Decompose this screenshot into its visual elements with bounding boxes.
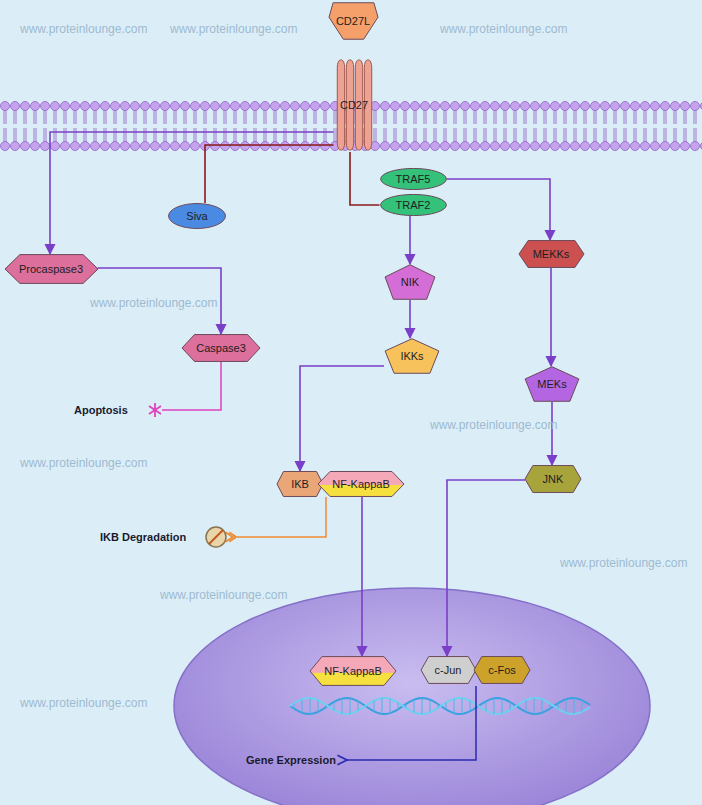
pathway-outcome: IKB Degradation — [100, 530, 186, 544]
transcription-factor: NF-KappaB — [318, 471, 404, 497]
caspase-node: Caspase3 — [182, 334, 260, 362]
node-label: c-Fos — [488, 664, 516, 677]
signal-arrow — [409, 216, 411, 264]
transcription-factor: c-Jun — [421, 656, 476, 684]
node-label: c-Jun — [435, 664, 462, 677]
node-label: TRAF2 — [396, 199, 431, 212]
adaptor-protein: TRAF5 — [380, 168, 447, 190]
node-label: CD27 — [340, 99, 368, 112]
degradation-icon — [206, 527, 226, 547]
signal-arrow — [551, 402, 553, 465]
watermark: www.proteinlounge.com — [20, 456, 147, 470]
signal-arrow — [361, 497, 363, 656]
binding-line — [205, 145, 334, 203]
node-label: MEKKs — [533, 248, 570, 261]
watermark: www.proteinlounge.com — [20, 696, 147, 710]
watermark: www.proteinlounge.com — [430, 418, 557, 432]
pathway-outcome: Apoptosis — [74, 403, 128, 417]
dna-helix — [290, 698, 590, 714]
watermark: www.proteinlounge.com — [160, 588, 287, 602]
node-label: NF-KappaB — [332, 478, 389, 491]
nucleus — [174, 588, 650, 805]
watermark: www.proteinlounge.com — [560, 556, 687, 570]
node-label: IKKs — [400, 350, 423, 363]
node-label: JNK — [543, 473, 564, 486]
node-label: Procaspase3 — [19, 263, 83, 276]
apoptosis-leader — [162, 362, 221, 410]
node-label: CD27L — [336, 15, 370, 28]
signal-arrow — [550, 268, 552, 366]
watermark: www.proteinlounge.com — [170, 22, 297, 36]
signal-arrow — [447, 480, 525, 656]
transcription-factor: NF-KappaB — [310, 656, 396, 686]
kinase-node: NIK — [384, 264, 436, 300]
degradation-leader — [234, 497, 326, 537]
node-label: Caspase3 — [196, 342, 246, 355]
node-label: NIK — [401, 276, 419, 289]
watermark: www.proteinlounge.com — [90, 296, 217, 310]
gene-expression-leader — [347, 686, 476, 760]
caspase-node: Procaspase3 — [5, 254, 98, 284]
ligand: CD27L — [328, 2, 379, 40]
transcription-factor: c-Fos — [474, 656, 530, 684]
watermark: www.proteinlounge.com — [440, 22, 567, 36]
signal-arrow — [300, 366, 384, 471]
inhibitor-protein: IKB — [277, 471, 323, 497]
signal-arrow — [447, 179, 551, 240]
pathway-outcome: Gene Expression — [246, 753, 336, 767]
node-label: Siva — [186, 210, 207, 223]
node-label: NF-KappaB — [324, 665, 381, 678]
apoptosis-star — [149, 403, 161, 417]
node-label: TRAF5 — [396, 173, 431, 186]
node-label: IKB — [291, 478, 309, 491]
kinase-node: IKKs — [384, 338, 440, 374]
adaptor-protein: TRAF2 — [380, 194, 447, 216]
signal-arrow — [409, 300, 411, 338]
binding-line — [350, 152, 380, 205]
signal-arrow — [50, 132, 334, 254]
kinase-node: MEKKs — [519, 240, 584, 268]
watermark: www.proteinlounge.com — [20, 22, 147, 36]
receptor: CD27 — [334, 58, 375, 152]
adaptor-protein: Siva — [168, 203, 226, 229]
kinase-node: JNK — [525, 465, 581, 493]
kinase-node: MEKs — [524, 366, 580, 402]
node-label: MEKs — [537, 378, 566, 391]
